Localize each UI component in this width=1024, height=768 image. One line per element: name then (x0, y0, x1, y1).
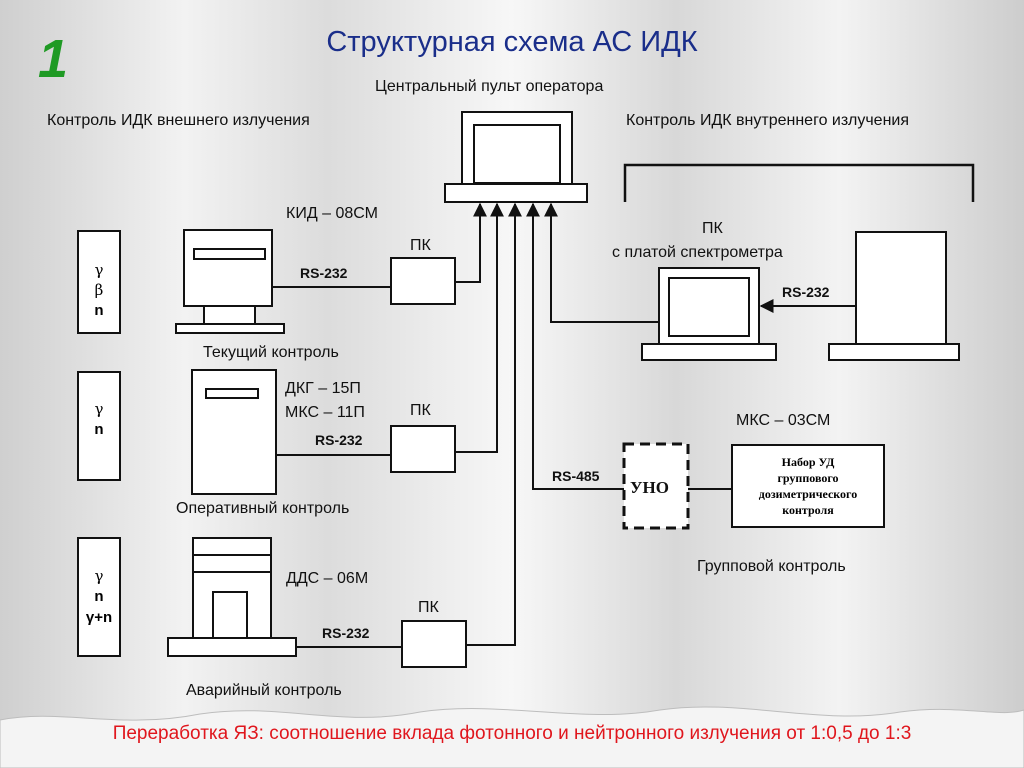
pc-box-3 (401, 620, 467, 668)
kid-device-label: КИД – 08СМ (286, 205, 378, 222)
paper-edge (0, 706, 1024, 768)
current-control-caption: Текущий контроль (203, 344, 339, 361)
nabor-label: Набор УД группового дозиметрического кон… (732, 445, 884, 527)
uno-box (622, 442, 690, 530)
pc-label-1: ПК (410, 237, 431, 254)
pc-box-1 (390, 257, 456, 305)
page-title: Структурная схема АС ИДК (326, 26, 698, 58)
radiation-box-1 (77, 230, 121, 334)
uno-label: УНО (630, 478, 669, 497)
radiation-n: n (94, 421, 104, 438)
nabor-line-4: контроля (782, 503, 834, 517)
rs232-label-spectrometer: RS-232 (782, 284, 830, 300)
internal-control-label: Контроль ИДК внутреннего излучения (626, 112, 910, 129)
radiation-box-2 (77, 371, 121, 481)
internal-device (828, 231, 960, 361)
radiation-box-3 (77, 537, 121, 657)
dds-device-label: ДДС – 06М (286, 570, 369, 587)
radiation-gamma: γ (94, 567, 104, 585)
pc-box-2 (390, 425, 456, 473)
radiation-beta: β (94, 281, 104, 299)
mks03-device-label: МКС – 03СМ (736, 412, 831, 429)
radiation-list-2: γ n (78, 399, 120, 440)
nabor-line-2: группового (777, 471, 839, 485)
radiation-gamma: γ (94, 261, 104, 279)
dkg-device (191, 369, 277, 495)
nabor-line-1: Набор УД (781, 455, 835, 469)
pc-label-3: ПК (418, 599, 439, 616)
radiation-gamma-n: γ+n (85, 609, 113, 626)
dkg-device-label: ДКГ – 15П (285, 380, 361, 397)
radiation-list-1: γ β n (78, 260, 120, 321)
external-control-label: Контроль ИДК внешнего излучения (47, 112, 310, 129)
radiation-list-3: γ n γ+n (78, 566, 120, 628)
rs485-label: RS-485 (552, 468, 600, 484)
spectrometer-pc-label: ПК (702, 220, 723, 237)
central-console (444, 111, 588, 203)
emergency-control-caption: Аварийный контроль (186, 682, 342, 699)
rs232-label-3: RS-232 (322, 625, 370, 641)
pc-label-2: ПК (410, 402, 431, 419)
radiation-n: n (94, 588, 104, 605)
spectrometer-pc (641, 267, 777, 361)
radiation-n: n (94, 302, 104, 319)
nabor-box (731, 444, 885, 528)
kid-device (175, 229, 285, 334)
footer-note: Переработка ЯЗ: соотношение вклада фотон… (112, 723, 912, 744)
group-control-caption: Групповой контроль (697, 558, 846, 575)
dds-device (167, 537, 297, 657)
nabor-line-3: дозиметрического (758, 487, 858, 501)
slide-number: 1 (38, 29, 69, 89)
central-label: Центральный пульт оператора (375, 78, 604, 95)
rs232-label-2: RS-232 (315, 432, 363, 448)
mks11-device-label: МКС – 11П (285, 404, 365, 421)
operative-control-caption: Оперативный контроль (176, 500, 350, 517)
spectrometer-board-label: с платой спектрометра (612, 244, 783, 261)
radiation-gamma: γ (94, 400, 104, 418)
rs232-label-1: RS-232 (300, 265, 348, 281)
